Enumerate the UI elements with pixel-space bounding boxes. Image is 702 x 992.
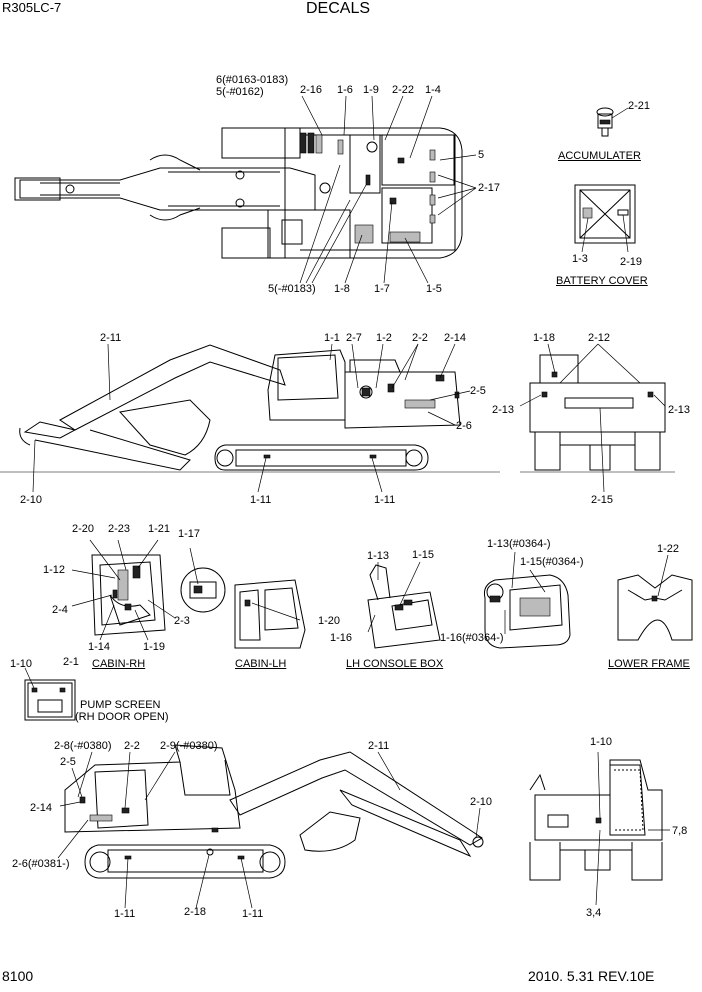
top-label: 1-8: [334, 283, 350, 295]
top-view-drawing: [14, 95, 477, 284]
lh-console-label: 1-13: [367, 550, 390, 562]
rear-label: 2-12: [588, 332, 611, 344]
side-lh-label: 2-5: [470, 385, 486, 397]
cabin-rh-label: 1-12: [43, 564, 66, 576]
side-lh-label: 1-2: [376, 332, 392, 344]
pump-screen-part: 1-10: [10, 658, 33, 670]
side-lh-label: 2-2: [412, 332, 428, 344]
side-rh-label: 2-6(#0381-): [12, 858, 70, 870]
top-label: 1-5: [426, 283, 442, 295]
cabin-rh-label: 2-4: [52, 604, 68, 616]
lower-frame-drawing: [617, 554, 693, 641]
side-rh-label: 2-5: [60, 756, 76, 768]
cabin-rh-caption: CABIN-RH: [92, 658, 146, 670]
accumulater-drawing: [596, 107, 629, 137]
console-alt-label: 1-16(#0364-): [440, 632, 504, 644]
battery-cover-caption: BATTERY COVER: [556, 275, 648, 287]
side-lh-label: 1-11: [250, 494, 272, 506]
cabin-rh-label: 2-3: [174, 615, 190, 627]
cabin-lh-label: 1-20: [318, 615, 341, 627]
top-label: 1-6: [337, 84, 353, 96]
battery-part: 2-19: [620, 256, 643, 268]
rear-view-drawing: [519, 343, 675, 493]
console-alt-label: 1-15(#0364-): [520, 556, 584, 568]
side-rh-label: 2-9(-#0380): [160, 740, 218, 752]
cabin-rh-drawing: [71, 539, 176, 641]
side-rh-label: 1-11: [242, 908, 264, 920]
side-rh-label: 2-11: [368, 740, 390, 752]
top-label: 2-16: [300, 84, 323, 96]
side-rh-label: 2-18: [184, 906, 207, 918]
accumulater-caption: ACCUMULATER: [558, 150, 641, 162]
lh-console-label: 1-16: [330, 632, 353, 644]
lh-console-drawing: [367, 561, 441, 649]
top-label: 5(-#0162): [216, 86, 264, 98]
lower-frame-part: 1-22: [657, 543, 680, 555]
top-label: 5: [478, 149, 485, 161]
side-lh-label: 2-14: [444, 332, 467, 344]
front-label: 7,8: [672, 825, 688, 837]
top-label: 1-7: [374, 283, 390, 295]
side-lh-label: 2-10: [20, 494, 43, 506]
side-rh-label: 2-2: [124, 740, 140, 752]
side-rh-label: 1-11: [114, 908, 136, 920]
top-label: 1-9: [363, 84, 379, 96]
battery-cover-drawing: [574, 184, 636, 253]
top-label: 1-4: [425, 84, 441, 96]
cabin-rh-label: 1-21: [148, 523, 171, 535]
side-rh-label: 2-10: [470, 796, 493, 808]
rear-label: 2-13: [668, 404, 691, 416]
pump-screen-caption: (RH DOOR OPEN): [75, 711, 169, 723]
accumulater-part: 2-21: [628, 100, 651, 112]
cabin-rh-label: 1-14: [88, 641, 111, 653]
console-alt-drawing: [484, 551, 571, 649]
side-lh-label: 1-11: [374, 494, 396, 506]
side-lh-label: 2-7: [346, 332, 362, 344]
side-rh-label: 2-14: [30, 802, 53, 814]
top-label: 5(-#0183): [268, 283, 316, 295]
front-view-drawing: [529, 751, 670, 906]
cabin-rh-label: 2-23: [108, 523, 131, 535]
top-label: 6(#0163-0183): [216, 74, 289, 86]
side-view-lh-drawing: [0, 343, 500, 493]
battery-part: 1-3: [572, 253, 588, 265]
lh-console-label: 1-15: [412, 549, 435, 561]
model-number: R305LC-7: [2, 0, 62, 15]
cabin-rh-label: 1-19: [143, 641, 166, 653]
date-revision: 2010. 5.31 REV.10E: [528, 968, 655, 984]
rear-label: 2-13: [492, 404, 515, 416]
top-label: 2-22: [392, 84, 415, 96]
cabin-rh-label: 2-1: [63, 656, 79, 668]
side-rh-label: 2-8(-#0380): [54, 740, 112, 752]
side-lh-label: 2-11: [100, 332, 122, 344]
cabin-lh-drawing: [180, 547, 306, 649]
cabin-rh-label: 2-20: [72, 523, 95, 535]
page-number: 8100: [2, 968, 34, 984]
front-label: 3,4: [586, 907, 602, 919]
page-title: DECALS: [306, 0, 371, 17]
lower-frame-caption: LOWER FRAME: [608, 658, 690, 670]
pump-screen-caption: PUMP SCREEN: [80, 699, 161, 711]
rear-label: 2-15: [591, 494, 614, 506]
side-lh-label: 1-1: [324, 332, 340, 344]
side-view-rh-drawing: [57, 744, 484, 909]
lh-console-caption: LH CONSOLE BOX: [346, 658, 444, 670]
front-label: 1-10: [590, 736, 613, 748]
console-alt-label: 1-13(#0364-): [487, 538, 551, 550]
cabin-lh-caption: CABIN-LH: [235, 658, 287, 670]
pump-screen-drawing: [24, 667, 76, 721]
side-lh-label: 2-6: [456, 420, 472, 432]
cabin-lh-label: 1-17: [178, 528, 201, 540]
top-label: 2-17: [478, 182, 501, 194]
rear-label: 1-18: [533, 332, 556, 344]
